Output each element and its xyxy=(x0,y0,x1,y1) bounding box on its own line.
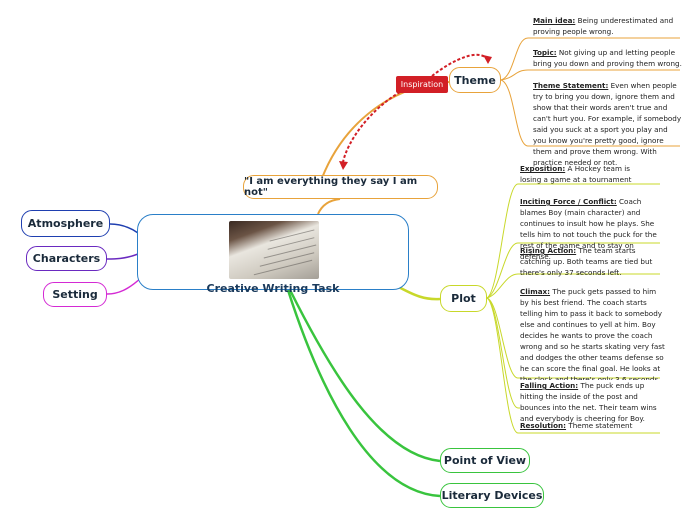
relationship-arrow-quote xyxy=(342,91,401,163)
relationship-arrow xyxy=(431,53,489,77)
writing-photo xyxy=(229,221,319,279)
link-characters xyxy=(106,253,139,260)
theme-statement-text: Even when people try to bring you down, … xyxy=(533,81,682,167)
rising-action-text: The team starts catching up. Both teams … xyxy=(520,246,653,277)
main-idea-text: Being underestimated and proving people … xyxy=(533,16,674,36)
characters-topic[interactable]: Characters xyxy=(26,246,107,271)
rising-action-label: Rising Action: xyxy=(520,246,577,255)
theme-statement-label: Theme Statement: xyxy=(533,81,609,90)
exposition-label: Exposition: xyxy=(520,164,566,173)
literary-devices-topic[interactable]: Literary Devices xyxy=(440,483,544,508)
exposition-text: A Hockey team is losing a game at a tour… xyxy=(520,164,632,184)
falling-action-label: Falling Action: xyxy=(520,381,579,390)
link-atmosphere xyxy=(109,223,139,234)
main-idea-note[interactable]: Main idea: Being underestimated and prov… xyxy=(533,15,683,37)
topic-label: Topic: xyxy=(533,48,557,57)
quote-topic[interactable]: "I am everything they say I am not" xyxy=(243,175,438,199)
exposition-note[interactable]: Exposition: A Hockey team is losing a ga… xyxy=(520,163,650,185)
inciting-force-text: Coach blames Boy (main character) and co… xyxy=(520,197,657,261)
falling-action-text: The puck ends up hitting the inside of t… xyxy=(520,381,657,423)
central-title: Creative Writing Task xyxy=(206,282,340,295)
link-pov xyxy=(288,289,441,463)
plot-topic[interactable]: Plot xyxy=(440,285,487,312)
central-topic[interactable]: Creative Writing Task xyxy=(137,214,409,295)
atmosphere-topic[interactable]: Atmosphere xyxy=(21,210,110,237)
resolution-note[interactable]: Resolution: Theme statement xyxy=(520,420,666,431)
topic-text: Not giving up and letting people bring y… xyxy=(533,48,682,68)
topic-note[interactable]: Topic: Not giving up and letting people … xyxy=(533,47,683,69)
resolution-text: Theme statement xyxy=(566,421,633,430)
link-lit xyxy=(286,289,441,498)
link-setting xyxy=(106,276,143,295)
theme-topic[interactable]: Theme xyxy=(449,67,501,93)
inciting-force-label: Inciting Force / Conflict: xyxy=(520,197,617,206)
point-of-view-topic[interactable]: Point of View xyxy=(440,448,530,473)
inciting-force-note[interactable]: Inciting Force / Conflict: Coach blames … xyxy=(520,196,666,262)
climax-label: Climax: xyxy=(520,287,551,296)
main-idea-label: Main idea: xyxy=(533,16,576,25)
resolution-label: Resolution: xyxy=(520,421,567,430)
setting-topic[interactable]: Setting xyxy=(43,282,107,307)
rising-action-note[interactable]: Rising Action: The team starts catching … xyxy=(520,245,666,278)
theme-statement-note[interactable]: Theme Statement: Even when people try to… xyxy=(533,80,683,168)
falling-action-note[interactable]: Falling Action: The puck ends up hitting… xyxy=(520,380,666,424)
link-quote xyxy=(317,198,341,215)
inspiration-label[interactable]: Inspiration xyxy=(396,76,448,93)
